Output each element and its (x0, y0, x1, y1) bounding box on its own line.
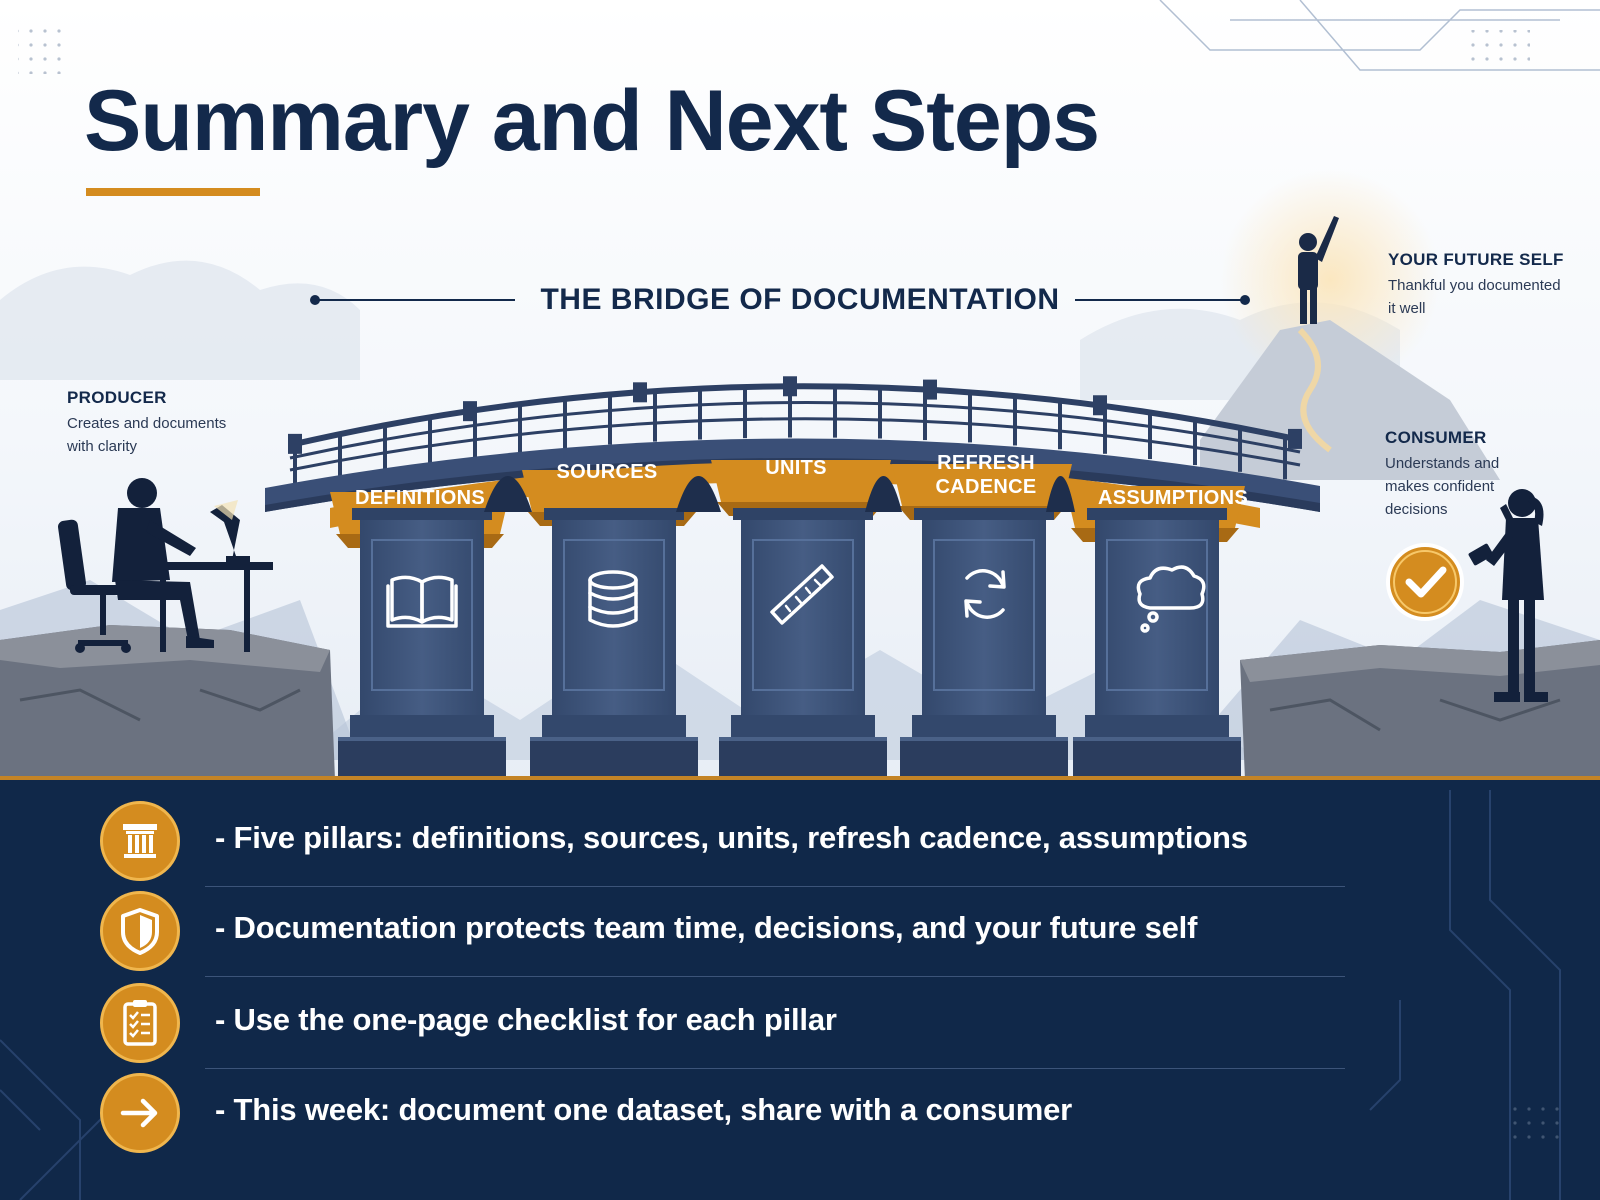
bridge-arches (484, 476, 1075, 512)
checklist-icon (100, 983, 180, 1063)
list-item-text: - This week: document one dataset, share… (215, 1092, 1073, 1127)
future-self-label: YOUR FUTURE SELF (1388, 250, 1564, 269)
list-divider (205, 976, 1345, 977)
title-underline (86, 188, 260, 196)
future-self-desc-line: Thankful you documented (1388, 277, 1561, 294)
consumer-desc-line: makes confident (1385, 478, 1495, 495)
pillar-icon (100, 801, 180, 881)
database-icon (588, 570, 638, 628)
producer-desc-line: Creates and documents (67, 415, 227, 432)
consumer-callout: CONSUMER Understands and makes confident… (1385, 428, 1499, 521)
pillar-label-line: UNITS (765, 457, 827, 479)
thought-bubble-icon (1136, 565, 1206, 633)
pillar-label-line: ASSUMPTIONS (1098, 487, 1248, 509)
pillar-units (711, 460, 891, 777)
future-self-desc-line: it well (1388, 300, 1426, 317)
refresh-icon (964, 569, 1006, 619)
list-item: - Documentation protects team time, deci… (100, 888, 1345, 978)
producer-desc-line: with clarity (67, 438, 138, 455)
pillar-label-definitions: DEFINITIONS (340, 486, 500, 510)
consumer-label: CONSUMER (1385, 428, 1487, 447)
pillar-label-line: DEFINITIONS (355, 487, 485, 509)
bridge (0, 376, 1600, 780)
pillar-refresh-cadence (892, 464, 1072, 777)
consumer-check-icon (1386, 543, 1464, 621)
consumer-desc-line: decisions (1385, 501, 1448, 518)
arrow-right-icon (100, 1073, 180, 1153)
pillar-sources (522, 470, 702, 777)
future-self-figure (1298, 216, 1339, 324)
future-self-callout: YOUR FUTURE SELF Thankful you documented… (1388, 250, 1564, 320)
list-item: - This week: document one dataset, share… (100, 1070, 1340, 1160)
producer-callout: PRODUCER Creates and documents with clar… (67, 388, 226, 458)
list-item-text: - Five pillars: definitions, sources, un… (215, 820, 1248, 855)
book-icon (386, 575, 458, 628)
pillar-label-line: REFRESH (937, 452, 1035, 474)
producer-label: PRODUCER (67, 388, 167, 407)
consumer-description: Understands and makes confident decision… (1385, 452, 1499, 521)
ruler-icon (770, 564, 834, 625)
pillar-label-line: SOURCES (556, 461, 658, 483)
consumer-figure (1468, 489, 1548, 702)
producer-description: Creates and documents with clarity (67, 412, 226, 458)
list-item: - Use the one-page checklist for each pi… (100, 980, 1345, 1070)
pillar-label-units: UNITS (716, 456, 876, 480)
list-item: - Five pillars: definitions, sources, un… (100, 798, 1345, 888)
consumer-desc-line: Understands and (1385, 455, 1500, 472)
bridge-title: THE BRIDGE OF DOCUMENTATION (540, 283, 1060, 316)
page-title: Summary and Next Steps (84, 73, 1100, 169)
future-self-description: Thankful you documented it well (1388, 274, 1564, 320)
pillar-label-assumptions: ASSUMPTIONS (1093, 486, 1253, 510)
list-divider (205, 1068, 1345, 1069)
list-item-text: - Documentation protects team time, deci… (215, 910, 1198, 945)
pillar-assumptions (1065, 486, 1245, 777)
pillar-label-refresh-cadence: REFRESH CADENCE (906, 451, 1066, 499)
shield-icon (100, 891, 180, 971)
pillar-label-sources: SOURCES (527, 460, 687, 484)
list-divider (205, 886, 1345, 887)
pillar-label-line: CADENCE (935, 476, 1037, 498)
list-item-text: - Use the one-page checklist for each pi… (215, 1002, 837, 1037)
pillar-definitions (330, 492, 510, 777)
producer-figure (58, 478, 273, 653)
bridge-title-rules (310, 295, 1250, 305)
